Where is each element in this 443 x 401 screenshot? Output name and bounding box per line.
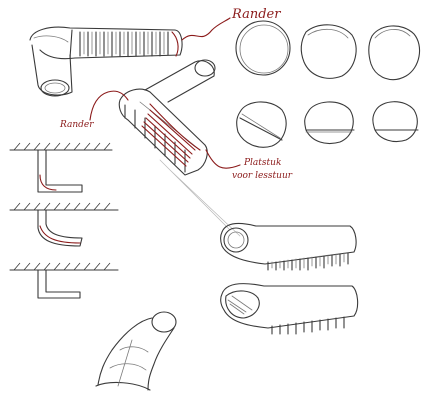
annotation-platstuk-line1: Platstuk bbox=[243, 158, 281, 168]
sketch-pipe-middle bbox=[118, 59, 241, 237]
wall-section-3 bbox=[9, 262, 119, 299]
sketch-pipe-right-2 bbox=[220, 283, 359, 335]
annotation-rander-top: Rander bbox=[181, 7, 281, 41]
annotation-platstuk-line2: voor lesstuur bbox=[232, 171, 293, 181]
annotation-rander-left: Rander bbox=[59, 90, 129, 130]
annotation-platstuk: Platstuk voor lesstuur bbox=[205, 149, 293, 181]
sketch-pipe-right-1 bbox=[219, 222, 357, 271]
sketch-tube-bottom bbox=[95, 311, 177, 391]
annotation-rander-left-text: Rander bbox=[59, 120, 94, 130]
cross-section-row-top bbox=[235, 20, 421, 81]
wall-section-2 bbox=[9, 202, 119, 247]
sketch-pipe-top bbox=[29, 26, 183, 97]
cross-section-row-bottom bbox=[236, 101, 419, 148]
wall-section-1 bbox=[9, 142, 113, 193]
annotation-rander-top-text: Rander bbox=[231, 7, 281, 22]
